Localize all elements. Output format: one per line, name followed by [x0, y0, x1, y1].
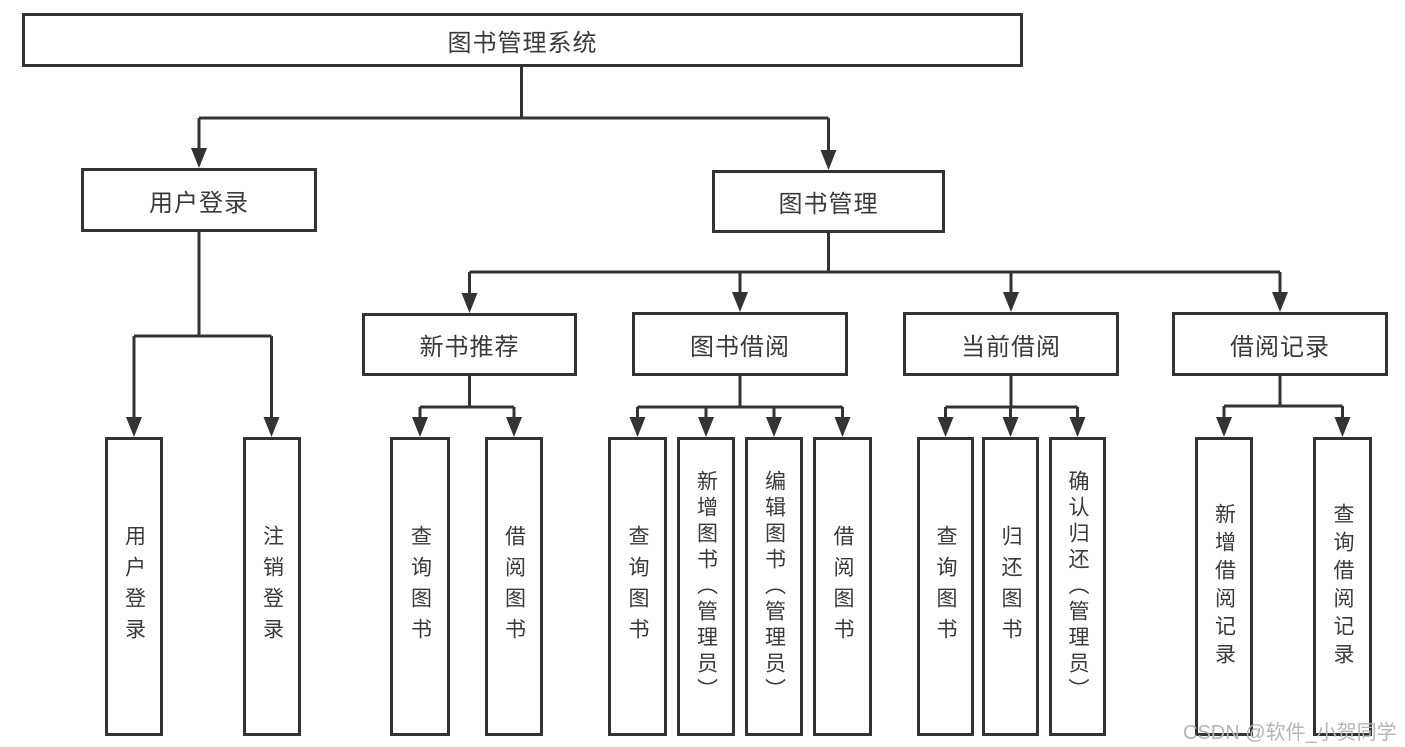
leaf-user-login-label: 用户登录	[122, 524, 146, 649]
leaf-recommend-query-books-label: 查询图书	[408, 524, 432, 649]
leaf-query-borrow-record: 查询借阅记录	[1313, 437, 1372, 736]
leaf-borrow-books: 借阅图书	[813, 437, 872, 736]
leaf-confirm-return-admin: 确认归还（管理员）	[1049, 437, 1106, 736]
node-root: 图书管理系统	[22, 13, 1023, 67]
leaf-add-borrow-record: 新增借阅记录	[1195, 437, 1253, 736]
node-borrow-records: 借阅记录	[1172, 312, 1388, 376]
leaf-recommend-query-books: 查询图书	[390, 437, 450, 736]
node-borrow-records-label: 借阅记录	[1230, 333, 1330, 361]
leaf-user-login: 用户登录	[105, 437, 163, 736]
leaf-logout-label: 注销登录	[260, 524, 284, 649]
node-book-borrow: 图书借阅	[632, 312, 848, 376]
node-book-management: 图书管理	[712, 170, 945, 233]
leaf-edit-books-admin: 编辑图书（管理员）	[745, 437, 803, 736]
node-current-borrow-label: 当前借阅	[961, 333, 1061, 361]
node-current-borrow: 当前借阅	[903, 312, 1119, 376]
node-new-book-recommend: 新书推荐	[362, 313, 577, 376]
node-user-login-label: 用户登录	[149, 189, 249, 217]
leaf-confirm-return-admin-label: 确认归还（管理员）	[1066, 469, 1089, 704]
leaf-return-books-label: 归还图书	[999, 524, 1022, 649]
csdn-watermark: CSDN @软件_小贺同学	[1183, 722, 1397, 744]
arrowhead-icons	[126, 148, 1351, 437]
leaf-add-books-admin: 新增图书（管理员）	[677, 437, 735, 736]
leaf-add-borrow-record-label: 新增借阅记录	[1212, 502, 1236, 671]
leaf-add-books-admin-label: 新增图书（管理员）	[694, 469, 718, 704]
leaf-borrow-query-books: 查询图书	[608, 437, 667, 736]
leaf-current-query-books-label: 查询图书	[934, 524, 957, 649]
leaf-query-borrow-record-label: 查询借阅记录	[1331, 502, 1354, 671]
leaf-logout: 注销登录	[243, 437, 301, 736]
node-user-login: 用户登录	[81, 168, 317, 232]
leaf-current-query-books: 查询图书	[917, 437, 974, 736]
node-root-label: 图书管理系统	[447, 29, 598, 57]
leaf-recommend-borrow-books: 借阅图书	[485, 437, 543, 736]
node-book-management-label: 图书管理	[778, 191, 879, 218]
leaf-borrow-books-label: 借阅图书	[831, 524, 854, 649]
leaf-edit-books-admin-label: 编辑图书（管理员）	[762, 469, 786, 704]
leaf-borrow-query-books-label: 查询图书	[626, 524, 649, 649]
node-new-book-recommend-label: 新书推荐	[419, 334, 520, 361]
leaf-recommend-borrow-books-label: 借阅图书	[502, 524, 526, 649]
node-book-borrow-label: 图书借阅	[690, 333, 790, 361]
leaf-return-books: 归还图书	[982, 437, 1039, 736]
